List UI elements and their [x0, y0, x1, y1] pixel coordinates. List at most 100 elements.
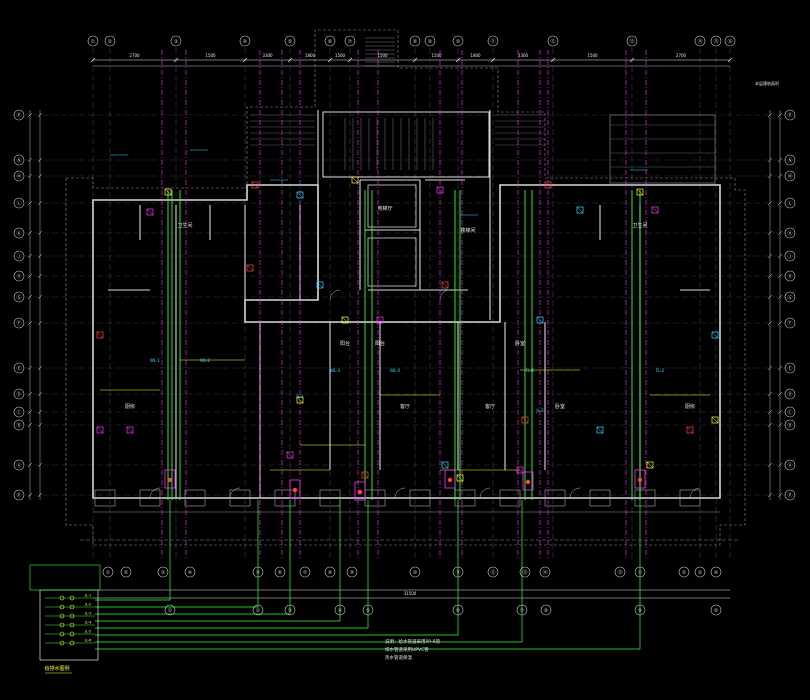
- axis-bubble-right: [784, 489, 796, 501]
- axis-label-left: Ⓓ: [16, 391, 21, 398]
- door-swing: [479, 487, 491, 499]
- fixture-mark: [351, 176, 359, 184]
- dim-tick-side: [27, 320, 33, 326]
- axis-label-left: Ⓐ: [16, 462, 21, 469]
- fixture-mark: [286, 451, 294, 459]
- dim-tick-side: [767, 253, 773, 259]
- fixture-mark: [636, 188, 644, 196]
- legend-row-label: JL-1: [84, 594, 91, 598]
- fixture-mark: [296, 191, 304, 199]
- riser-tag: JL-1: [295, 394, 304, 399]
- axis-bubble-bottom: [452, 566, 464, 578]
- dim-tick-side: [37, 462, 43, 468]
- axis-bubble-bottom: [157, 566, 169, 578]
- dim-value-top: 3300: [518, 53, 529, 58]
- legend-feed: [95, 500, 171, 601]
- dim-tick-side: [27, 422, 33, 428]
- fixture-cross: [711, 331, 719, 339]
- fixture-cross: [296, 191, 304, 199]
- axis-label-bottom: ⑪: [455, 569, 460, 576]
- dim-tick-side: [777, 294, 783, 300]
- fixture-cross: [316, 281, 324, 289]
- axis-bubble-top: [694, 35, 706, 47]
- dim-tick: [550, 57, 556, 63]
- legend-feed: [95, 500, 369, 629]
- window-block: [589, 489, 611, 507]
- dim-tick-side: [27, 230, 33, 236]
- dim-value-top: 2700: [129, 53, 140, 58]
- fixture-cross: [296, 396, 304, 404]
- axis-bubble-bottom: [539, 566, 551, 578]
- axis-label-bottom: ⑦: [303, 570, 308, 576]
- fixture-mark: [441, 461, 449, 469]
- door-swing: [149, 487, 161, 499]
- axis-bubble-bottom: [634, 566, 646, 578]
- fixture-mark: [651, 206, 659, 214]
- axis-label-bottom2: ④: [338, 608, 343, 614]
- axis-bubble-bottom: [324, 566, 336, 578]
- dim-tick-side: [777, 200, 783, 206]
- axis-label-left: Ⓔ: [16, 365, 21, 372]
- axis-label-right: Ⓐ: [787, 462, 792, 469]
- axis-label-left: Ⓛ: [16, 200, 21, 207]
- door-swing: [439, 289, 451, 301]
- axis-bubble-bottom: [614, 566, 626, 578]
- legend-feed: [95, 500, 341, 622]
- axis-label-bottom: ⑤: [256, 570, 260, 576]
- corner-note: 本层建筑面积: [755, 80, 779, 86]
- fixture-cross: [436, 186, 444, 194]
- axis-bubble-top: [452, 35, 464, 47]
- axis-bubble-right: [784, 406, 796, 418]
- axis-bubble-top: [626, 35, 638, 47]
- dim-value-top: 2700: [676, 53, 687, 58]
- legend-feed: [95, 500, 291, 615]
- fixture-mark: [521, 416, 529, 424]
- axis-bubble-bottom: [120, 566, 132, 578]
- dim-value-top: 1500: [377, 53, 388, 58]
- axis-label-right: Ⓜ: [787, 173, 792, 180]
- door-swing: [394, 487, 406, 499]
- axis-bubble-left: [13, 250, 25, 262]
- legend-feed: [95, 500, 259, 608]
- fixture-cross: [126, 426, 134, 434]
- fixture-cross: [544, 181, 552, 189]
- stair-hall: [322, 111, 490, 178]
- fixture-mark: [164, 188, 172, 196]
- dim-tick-side: [777, 173, 783, 179]
- room-label: 厨房: [685, 403, 695, 410]
- axis-label-bottom: ③: [698, 570, 702, 576]
- fixture-cross: [516, 466, 524, 474]
- fixture-cross: [646, 461, 654, 469]
- axis-label-bottom: ⑥: [278, 570, 283, 576]
- axis-bubble-bottom: [519, 566, 531, 578]
- axis-bubble-top: [344, 35, 356, 47]
- axis-label-left: Ⓟ: [16, 492, 21, 499]
- fixture-mark: [341, 316, 349, 324]
- fixture-cross: [521, 416, 529, 424]
- dim-tick: [173, 57, 179, 63]
- dim-tick-side: [37, 320, 43, 326]
- axis-label-bottom2: ⑨: [638, 608, 642, 614]
- axis-bubble-right: [784, 291, 796, 303]
- dim-tick-side: [767, 112, 773, 118]
- room-label: 楼梯间: [460, 227, 475, 234]
- fixture-cross: [636, 188, 644, 196]
- dim-tick-side: [777, 157, 783, 163]
- axis-label-right: Ⓖ: [787, 294, 792, 301]
- axis-bubble-bottom: [274, 566, 286, 578]
- legend-title: 给排水图例: [44, 665, 69, 672]
- axis-bubble-right: [784, 459, 796, 471]
- axis-bubble-right: [784, 270, 796, 282]
- axis-bubble-top: [284, 35, 296, 47]
- dim-tick-side: [777, 391, 783, 397]
- dim-tick-side: [777, 365, 783, 371]
- axis-label-bottom2: ⑩: [714, 608, 719, 614]
- window-block: [499, 489, 521, 507]
- dim-tick-side: [37, 200, 43, 206]
- axis-label-bottom: ⑨: [350, 570, 354, 576]
- fixture-cross: [286, 451, 294, 459]
- dim-tick: [347, 57, 353, 63]
- fixture-mark: [251, 181, 259, 189]
